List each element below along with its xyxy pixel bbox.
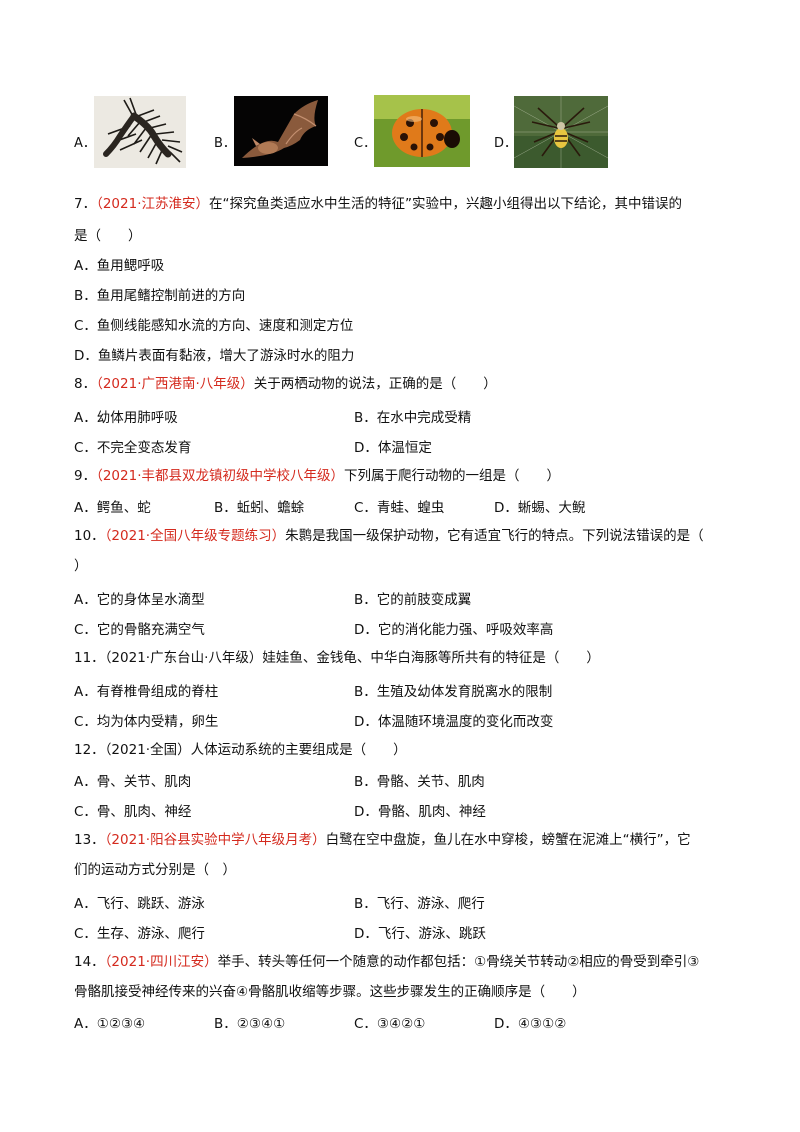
question-number: 8．	[74, 376, 97, 392]
question-text: 娃娃鱼、金钱龟、中华白海豚等所共有的特征是（ ）	[262, 650, 600, 666]
question-text: 朱鹮是我国一级保护动物，它有适宜飞行的特点。下列说法错误的是（	[285, 528, 704, 544]
question-text: 在“探究鱼类适应水中生活的特征”实验中，兴趣小组得出以下结论，其中错误的	[209, 196, 682, 212]
question-8: 8．（2021·广西港南·八年级）关于两栖动物的说法，正确的是（ ）	[74, 374, 734, 394]
options-row: A．鳄鱼、蛇 B．蚯蚓、蟾蜍 C．青蛙、蝗虫 D．蜥蜴、大鲵	[74, 496, 734, 516]
spider-photo	[514, 96, 608, 168]
question-11: 11．（2021·广东台山·八年级）娃娃鱼、金钱龟、中华白海豚等所共有的特征是（…	[74, 648, 734, 668]
option-item[interactable]: C．③④②①	[354, 1016, 426, 1032]
option-item[interactable]: D．骨骼、肌肉、神经	[354, 804, 486, 820]
question-source: （2021·四川江安）	[104, 954, 218, 970]
question-number: 10．	[74, 528, 105, 544]
option-item[interactable]: B．飞行、游泳、爬行	[354, 896, 485, 912]
options-row: A．飞行、跳跃、游泳 B．飞行、游泳、爬行	[74, 892, 734, 912]
ladybug-photo	[374, 95, 470, 167]
question-source: （2021·丰都县双龙镇初级中学校八年级）	[96, 468, 344, 484]
question-source: （2021·江苏淮安）	[96, 196, 209, 212]
question-12: 12．（2021·全国）人体运动系统的主要组成是（ ）	[74, 740, 734, 760]
option-item[interactable]: D．体温随环境温度的变化而改变	[354, 714, 554, 730]
option-item[interactable]: B．②③④①	[214, 1016, 286, 1032]
option-item[interactable]: A．鳄鱼、蛇	[74, 500, 151, 516]
option-item[interactable]: C．骨、肌肉、神经	[74, 804, 192, 820]
option-item[interactable]: A．①②③④	[74, 1016, 146, 1032]
option-item[interactable]: C．生存、游泳、爬行	[74, 926, 205, 942]
option-label: A．	[74, 136, 96, 151]
question-text: 们的运动方式分别是（ ）	[74, 862, 236, 878]
question-number: 13．	[74, 832, 105, 848]
options-row: A．①②③④ B．②③④① C．③④②① D．④③①②	[74, 1012, 734, 1032]
option-text: B．鱼用尾鳍控制前进的方向	[74, 288, 246, 304]
option-item[interactable]: D．体温恒定	[354, 440, 432, 456]
option-item[interactable]: D．它的消化能力强、呼吸效率高	[354, 622, 554, 638]
options-row: A．它的身体呈水滴型 B．它的前肢变成翼	[74, 588, 734, 608]
option-text: C．鱼侧线能感知水流的方向、速度和测定方位	[74, 318, 354, 334]
options-row: A．幼体用肺呼吸 B．在水中完成受精	[74, 406, 734, 426]
option-item[interactable]: D．鱼鳞片表面有黏液，增大了游泳时水的阻力	[74, 346, 734, 366]
option-item[interactable]: A．它的身体呈水滴型	[74, 592, 205, 608]
question-source: （2021·广东台山·八年级）	[104, 650, 263, 666]
option-item[interactable]: C．鱼侧线能感知水流的方向、速度和测定方位	[74, 316, 734, 336]
options-row: C．生存、游泳、爬行 D．飞行、游泳、跳跃	[74, 922, 734, 942]
image-option-row: A． B．	[74, 92, 734, 172]
options-row: C．它的骨骼充满空气 D．它的消化能力强、呼吸效率高	[74, 618, 734, 638]
option-item[interactable]: B．骨骼、关节、肌肉	[354, 774, 485, 790]
option-item[interactable]: D．④③①②	[494, 1016, 567, 1032]
option-label: D．	[494, 136, 518, 151]
question-number: 11．	[74, 650, 105, 666]
option-item[interactable]: B．在水中完成受精	[354, 410, 472, 426]
option-text: A．鱼用鳃呼吸	[74, 258, 165, 274]
option-label: B．	[214, 136, 236, 151]
options-row: C．骨、肌肉、神经 D．骨骼、肌肉、神经	[74, 800, 734, 820]
option-item[interactable]: A．骨、关节、肌肉	[74, 774, 192, 790]
bat-photo	[234, 96, 328, 166]
question-number: 12．	[74, 742, 105, 758]
option-item[interactable]: C．它的骨骼充满空气	[74, 622, 205, 638]
question-text: 人体运动系统的主要组成是（ ）	[190, 742, 407, 758]
question-source: （2021·广西港南·八年级）	[96, 376, 254, 392]
question-number: 7．	[74, 196, 97, 212]
question-7-continued: 是（ ）	[74, 226, 734, 246]
question-source: （2021·阳谷县实验中学八年级月考）	[104, 832, 326, 848]
option-item[interactable]: C．青蛙、蝗虫	[354, 500, 445, 516]
question-text: 举手、转头等任何一个随意的动作都包括：①骨绕关节转动②相应的骨受到牵引③	[217, 954, 700, 970]
question-number: 14．	[74, 954, 105, 970]
option-item[interactable]: B．蚯蚓、蟾蜍	[214, 500, 305, 516]
question-10-continued: ）	[74, 556, 734, 576]
options-row: A．有脊椎骨组成的脊柱 B．生殖及幼体发育脱离水的限制	[74, 680, 734, 700]
question-14: 14．（2021·四川江安）举手、转头等任何一个随意的动作都包括：①骨绕关节转动…	[74, 952, 734, 972]
centipede-photo	[94, 96, 186, 168]
question-text: 关于两栖动物的说法，正确的是（ ）	[253, 376, 497, 392]
option-item[interactable]: C．不完全变态发育	[74, 440, 192, 456]
options-row: C．不完全变态发育 D．体温恒定	[74, 436, 734, 456]
question-source: （2021·全国）	[104, 742, 191, 758]
question-text: ）	[74, 558, 88, 574]
option-item[interactable]: A．幼体用肺呼吸	[74, 410, 178, 426]
option-label: C．	[354, 136, 377, 151]
question-text: 骨骼肌接受神经传来的兴奋④骨骼肌收缩等步骤。这些步骤发生的正确顺序是（ ）	[74, 984, 586, 1000]
question-source: （2021·全国八年级专题练习）	[104, 528, 286, 544]
question-text: 是（ ）	[74, 228, 142, 244]
option-item[interactable]: B．鱼用尾鳍控制前进的方向	[74, 286, 734, 306]
option-item[interactable]: A．飞行、跳跃、游泳	[74, 896, 205, 912]
question-13-continued: 们的运动方式分别是（ ）	[74, 860, 734, 880]
option-item[interactable]: A．鱼用鳃呼吸	[74, 256, 734, 276]
option-item[interactable]: C．均为体内受精，卵生	[74, 714, 219, 730]
option-item[interactable]: B．它的前肢变成翼	[354, 592, 472, 608]
option-item[interactable]: B．生殖及幼体发育脱离水的限制	[354, 684, 553, 700]
question-text: 白鹭在空中盘旋，鱼儿在水中穿梭，螃蟹在泥滩上“横行”，它	[325, 832, 691, 848]
question-10: 10．（2021·全国八年级专题练习）朱鹮是我国一级保护动物，它有适宜飞行的特点…	[74, 526, 734, 546]
option-item[interactable]: A．有脊椎骨组成的脊柱	[74, 684, 219, 700]
option-item[interactable]: D．蜥蜴、大鲵	[494, 500, 586, 516]
options-row: A．骨、关节、肌肉 B．骨骼、关节、肌肉	[74, 770, 734, 790]
question-7: 7．（2021·江苏淮安）在“探究鱼类适应水中生活的特征”实验中，兴趣小组得出以…	[74, 194, 734, 214]
question-9: 9．（2021·丰都县双龙镇初级中学校八年级）下列属于爬行动物的一组是（ ）	[74, 466, 734, 486]
option-item[interactable]: D．飞行、游泳、跳跃	[354, 926, 486, 942]
question-13: 13．（2021·阳谷县实验中学八年级月考）白鹭在空中盘旋，鱼儿在水中穿梭，螃蟹…	[74, 830, 734, 850]
option-text: D．鱼鳞片表面有黏液，增大了游泳时水的阻力	[74, 348, 355, 364]
question-text: 下列属于爬行动物的一组是（ ）	[344, 468, 560, 484]
question-number: 9．	[74, 468, 97, 484]
options-row: C．均为体内受精，卵生 D．体温随环境温度的变化而改变	[74, 710, 734, 730]
question-14-continued: 骨骼肌接受神经传来的兴奋④骨骼肌收缩等步骤。这些步骤发生的正确顺序是（ ）	[74, 982, 734, 1002]
